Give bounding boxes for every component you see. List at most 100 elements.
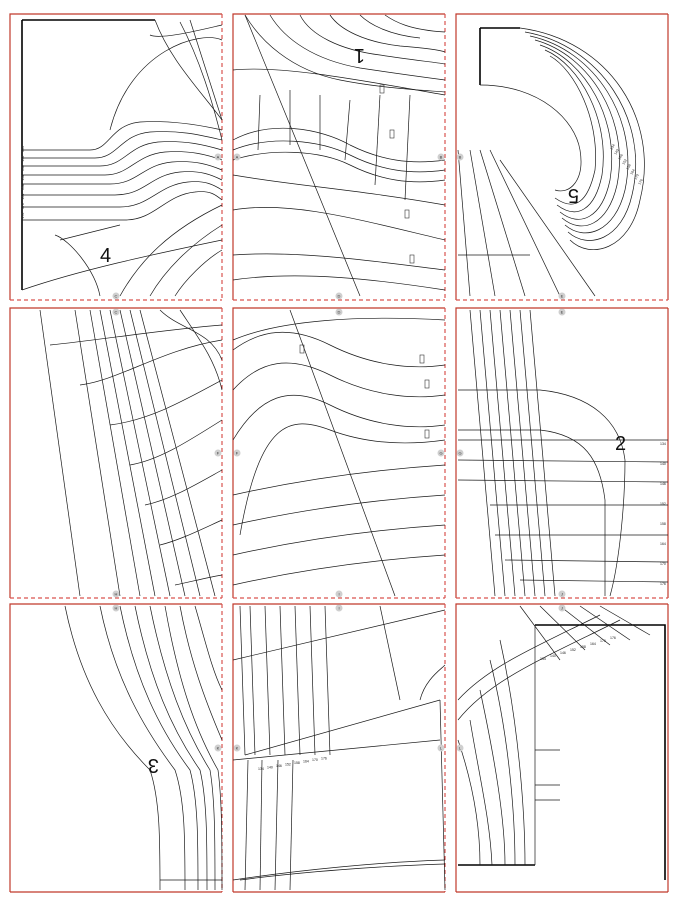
- tile-frame-edge: [232, 603, 445, 892]
- size-label: 152: [570, 648, 576, 652]
- join-marker-h: H: [112, 590, 120, 598]
- join-marker-dot: [214, 153, 222, 161]
- join-marker-dot: [214, 744, 222, 752]
- join-marker-label: F: [236, 450, 239, 455]
- join-marker-c: C: [112, 308, 120, 316]
- size-label: 170: [633, 173, 639, 180]
- size-label: 134: [540, 657, 546, 661]
- tile-4: [232, 309, 446, 597]
- tile-frame-edge: [9, 603, 222, 892]
- size-label: 152: [285, 763, 291, 767]
- join-marker-dot: [335, 590, 343, 598]
- size-label: 176: [21, 213, 25, 219]
- join-marker-dot: [558, 308, 566, 316]
- join-marker-label: A: [236, 154, 239, 159]
- size-label: 176: [321, 757, 327, 761]
- join-marker-b: B: [456, 153, 464, 161]
- join-marker-dot: [112, 590, 120, 598]
- join-marker-i: I: [335, 604, 343, 612]
- join-marker-a: A: [233, 153, 241, 161]
- size-label: 134: [21, 146, 25, 152]
- join-marker-label: G: [458, 450, 461, 455]
- join-marker-dot: [437, 153, 445, 161]
- join-marker-label: F: [217, 450, 220, 455]
- tile-frame-edge: [455, 603, 668, 892]
- join-marker-dot: [335, 292, 343, 300]
- join-marker-label: G: [439, 450, 442, 455]
- join-marker-dot: [437, 744, 445, 752]
- join-marker-g: G: [437, 449, 445, 457]
- join-marker-e: E: [558, 292, 566, 300]
- join-marker-dot: [558, 292, 566, 300]
- join-marker-dot: [558, 604, 566, 612]
- join-marker-label: B: [440, 154, 443, 159]
- join-marker-j: J: [558, 604, 566, 612]
- join-marker-dot: [456, 449, 464, 457]
- size-label: 152: [660, 502, 666, 506]
- join-marker-label: K: [217, 745, 220, 750]
- join-marker-label: A: [217, 154, 220, 159]
- join-marker-label: I: [338, 591, 339, 596]
- join-marker-dot: [112, 292, 120, 300]
- join-marker-label: H: [115, 605, 118, 610]
- join-marker-dot: [335, 604, 343, 612]
- size-label: 176: [637, 178, 643, 185]
- join-marker-dot: [233, 153, 241, 161]
- size-label: 176: [610, 636, 616, 640]
- size-label: 140: [613, 148, 619, 155]
- join-marker-label: K: [236, 745, 239, 750]
- join-marker-dot: [456, 153, 464, 161]
- join-marker-label: L: [440, 745, 443, 750]
- size-label: 134: [258, 767, 264, 771]
- tile-7: [232, 605, 446, 891]
- join-marker-a: A: [214, 153, 222, 161]
- join-marker-dot: [437, 449, 445, 457]
- size-label: 170: [21, 203, 25, 209]
- tile-5: 2: [457, 309, 669, 597]
- size-label: 158: [660, 522, 666, 526]
- join-marker-c: C: [112, 292, 120, 300]
- size-label: 134: [660, 442, 666, 446]
- join-marker-j: J: [558, 590, 566, 598]
- join-marker-dot: [456, 744, 464, 752]
- join-marker-label: C: [115, 293, 118, 298]
- size-label: 146: [276, 764, 282, 768]
- size-label: 140: [660, 462, 666, 466]
- join-marker-label: I: [338, 605, 339, 610]
- size-label: 140: [267, 766, 273, 770]
- size-label: 140: [550, 654, 556, 658]
- size-label: 164: [660, 542, 666, 546]
- tile-frame-edge: [9, 307, 222, 598]
- size-label: 140: [21, 156, 25, 162]
- size-label: 158: [580, 645, 586, 649]
- join-marker-g: G: [456, 449, 464, 457]
- join-marker-h: H: [112, 604, 120, 612]
- join-marker-l: L: [456, 744, 464, 752]
- join-marker-f: F: [233, 449, 241, 457]
- tile-frame-edge: [232, 13, 445, 300]
- join-marker-i: I: [335, 590, 343, 598]
- size-label: 146: [617, 153, 623, 160]
- join-marker-label: J: [561, 605, 563, 610]
- size-label: 158: [294, 761, 300, 765]
- piece-number-3: 3: [148, 754, 159, 776]
- join-marker-label: J: [561, 591, 563, 596]
- tile-frame-edge: [455, 13, 668, 300]
- join-marker-b: B: [437, 153, 445, 161]
- tile-frame-edge: [9, 13, 222, 300]
- piece-number-5: 5: [568, 184, 579, 206]
- piece-number-4: 4: [100, 245, 111, 267]
- join-marker-dot: [335, 308, 343, 316]
- join-marker-label: D: [338, 309, 341, 314]
- size-label: 164: [21, 194, 25, 200]
- join-marker-label: E: [561, 293, 564, 298]
- join-marker-l: L: [437, 744, 445, 752]
- size-label: 134: [609, 143, 615, 150]
- size-label: 152: [21, 175, 25, 181]
- join-marker-label: D: [338, 293, 341, 298]
- tile-8: [457, 605, 666, 880]
- join-marker-dot: [233, 744, 241, 752]
- join-marker-dot: [214, 449, 222, 457]
- size-label: 152: [621, 158, 627, 165]
